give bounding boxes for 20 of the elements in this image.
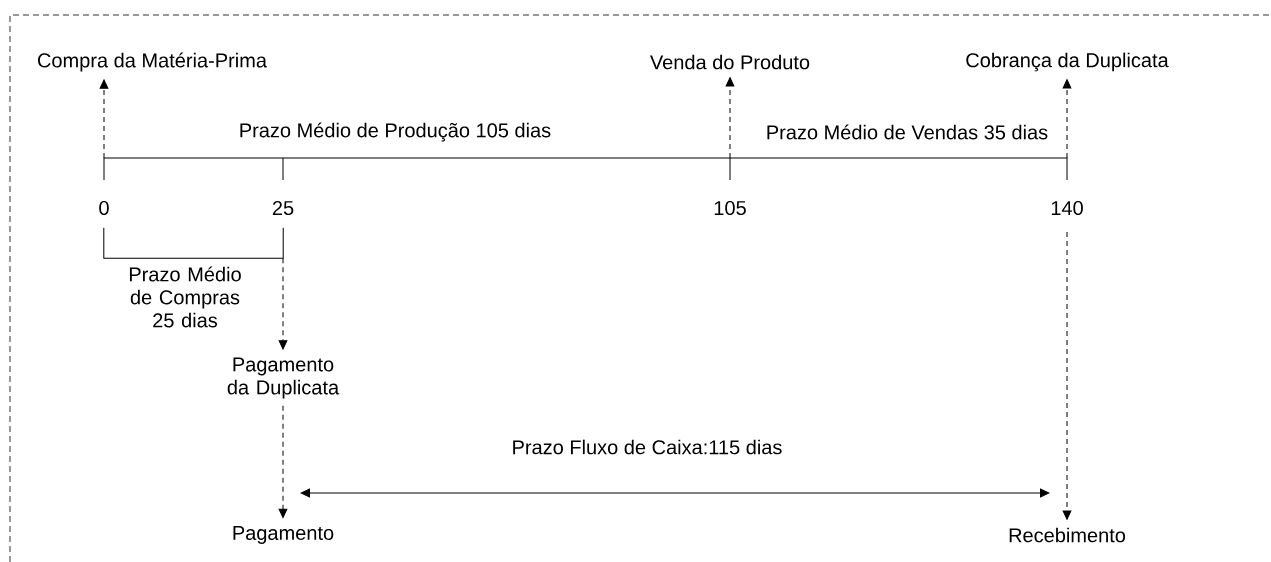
day-number: 105 bbox=[714, 200, 746, 216]
event-label: Cobrança da Duplicata bbox=[966, 52, 1169, 72]
period-label: Prazo Médio de Produção 105 dias bbox=[240, 122, 551, 142]
day-number: 140 bbox=[1051, 200, 1083, 216]
event-label: Recebimento bbox=[1009, 527, 1126, 543]
arrow bbox=[1062, 231, 1072, 520]
event-label: Compra da Matéria-Prima bbox=[38, 52, 267, 72]
arrow bbox=[278, 405, 288, 519]
bracket bbox=[103, 227, 284, 259]
event-label: Venda do Produto bbox=[650, 54, 810, 70]
arrow bbox=[278, 257, 288, 350]
day-number: 25 bbox=[272, 200, 294, 216]
period-label: Prazo Médio de Vendas 35 dias bbox=[767, 124, 1048, 140]
period-label: Prazo Fluxo de Caixa:115 dias bbox=[513, 439, 782, 455]
arrow bbox=[99, 79, 109, 159]
arrow bbox=[725, 77, 735, 159]
day-number: 0 bbox=[99, 200, 109, 216]
arrow bbox=[1062, 79, 1072, 159]
event-label: Pagamento bbox=[233, 526, 334, 544]
event-label: Pagamento da Duplicata bbox=[227, 357, 340, 399]
